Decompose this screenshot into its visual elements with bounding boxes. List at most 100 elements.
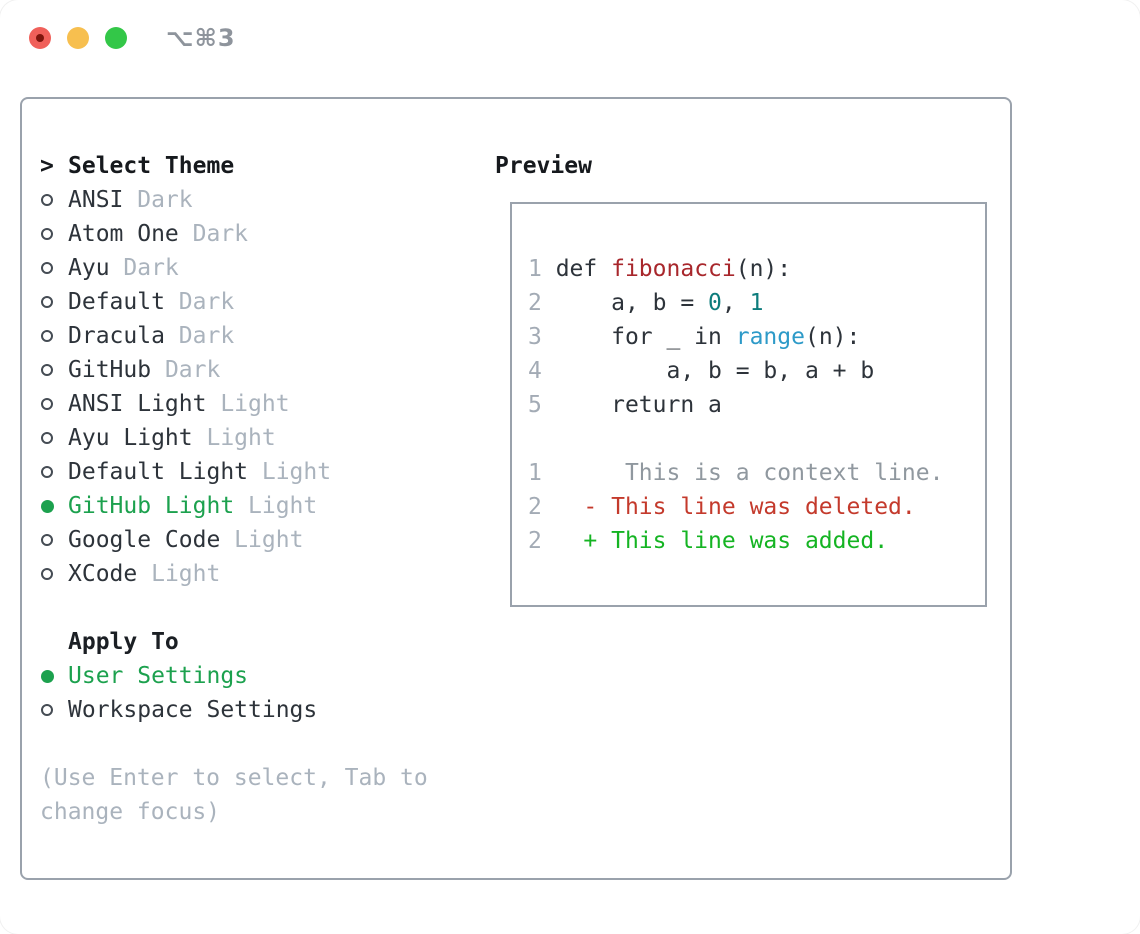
spacer (40, 591, 480, 625)
theme-option-atom-one[interactable]: Atom One Dark (40, 217, 480, 251)
bullet-cell (40, 285, 68, 319)
theme-option-ayu[interactable]: Ayu Dark (40, 251, 480, 285)
code-segment-pl: for _ in (541, 324, 736, 350)
bullet-cell (40, 421, 68, 455)
theme-option-ayu-light[interactable]: Ayu Light Light (40, 421, 480, 455)
radio-unselected-icon (41, 432, 53, 444)
radio-unselected-icon (41, 194, 53, 206)
option-label: Workspace Settings (68, 697, 318, 723)
option-label: Default Light (68, 459, 249, 485)
radio-unselected-icon (41, 364, 53, 376)
radio-unselected-icon (41, 330, 53, 342)
minimize-button[interactable] (67, 27, 89, 49)
close-button[interactable] (29, 27, 51, 49)
preview-header: Preview (495, 153, 592, 179)
code-segment-nm: 0 (708, 290, 722, 316)
code-segment-ln: 4 (528, 358, 542, 384)
preview-code-line-5: 5 return a (528, 388, 985, 422)
variant-tag: Light (192, 425, 276, 451)
bullet-cell (40, 489, 68, 523)
theme-option-dracula[interactable]: Dracula Dark (40, 319, 480, 353)
bullet-cell (40, 387, 68, 421)
apply-option-user-settings[interactable]: User Settings (40, 659, 480, 693)
variant-tag: Dark (109, 255, 179, 281)
preview-code-line-7: 1 This is a context line. (528, 456, 985, 490)
theme-option-default-light[interactable]: Default Light Light (40, 455, 480, 489)
code-segment-del: - This line was deleted. (541, 494, 916, 520)
bullet-cell (40, 659, 68, 693)
titlebar: ⌥⌘3 (0, 0, 1140, 76)
apply-to-header: Apply To (68, 629, 179, 655)
code-segment-ln: 1 (528, 460, 542, 486)
radio-unselected-icon (41, 466, 53, 478)
keyboard-hint-line2: change focus) (40, 799, 221, 825)
variant-tag: Dark (123, 187, 193, 213)
prompt-caret-icon: > (40, 153, 54, 179)
bullet-cell (40, 693, 68, 727)
radio-unselected-icon (41, 704, 53, 716)
code-segment-pl: a, b = b, a + b (541, 358, 875, 384)
code-segment-ln: 1 (528, 256, 542, 282)
code-segment-pl: (n): (735, 256, 792, 282)
code-segment-pl: a, b = (541, 290, 709, 316)
theme-option-google-code[interactable]: Google Code Light (40, 523, 480, 557)
theme-option-ansi-light[interactable]: ANSI Light Light (40, 387, 480, 421)
window-shortcut-label: ⌥⌘3 (166, 24, 236, 52)
option-label: GitHub Light (68, 493, 235, 519)
bullet-cell (40, 319, 68, 353)
preview-code-line-3: 3 for _ in range(n): (528, 320, 985, 354)
code-segment-fn: fibonacci (611, 256, 736, 282)
theme-option-github[interactable]: GitHub Dark (40, 353, 480, 387)
bullet-cell (40, 217, 68, 251)
theme-option-xcode[interactable]: XCode Light (40, 557, 480, 591)
option-label: Default (68, 289, 165, 315)
variant-tag: Light (248, 459, 332, 485)
bullet-cell (40, 183, 68, 217)
code-segment-nm: 1 (749, 290, 764, 316)
preview-code-line-1: 1 def fibonacci(n): (528, 252, 985, 286)
option-label: ANSI (68, 187, 124, 213)
theme-option-default[interactable]: Default Dark (40, 285, 480, 319)
option-label: Google Code (68, 527, 221, 553)
variant-tag: Dark (151, 357, 221, 383)
variant-tag: Dark (178, 221, 249, 247)
apply-option-workspace-settings[interactable]: Workspace Settings (40, 693, 480, 727)
code-segment-ln: 2 (528, 290, 542, 316)
option-label: User Settings (68, 663, 249, 689)
radio-unselected-icon (41, 398, 53, 410)
preview-code-line-8: 2 - This line was deleted. (528, 490, 985, 524)
variant-tag: Dark (164, 323, 235, 349)
option-label: Dracula (68, 323, 165, 349)
variant-tag: Light (234, 493, 318, 519)
option-label: Atom One (68, 221, 179, 247)
code-segment-pl: return a (541, 392, 722, 418)
spacer (40, 727, 480, 761)
radio-selected-icon (41, 499, 54, 513)
theme-option-ansi[interactable]: ANSI Dark (40, 183, 480, 217)
theme-option-github-light[interactable]: GitHub Light Light (40, 489, 480, 523)
code-segment-pl: , (721, 290, 750, 316)
bullet-cell (40, 523, 68, 557)
preview-code-line-2: 2 a, b = 0, 1 (528, 286, 985, 320)
zoom-button[interactable] (105, 27, 127, 49)
variant-tag: Light (137, 561, 221, 587)
preview-code-line-4: 4 a, b = b, a + b (528, 354, 985, 388)
radio-unselected-icon (41, 262, 53, 274)
code-segment-pl: def (541, 256, 612, 282)
code-segment-ln: 5 (528, 392, 542, 418)
theme-list-header-row: > Select Theme (40, 149, 480, 183)
bullet-cell (40, 251, 68, 285)
theme-list-header: Select Theme (68, 153, 235, 179)
code-segment-pl: (n): (804, 324, 861, 350)
option-label: ANSI Light (68, 391, 207, 417)
radio-selected-icon (41, 669, 54, 683)
variant-tag: Dark (164, 289, 235, 315)
preview-code-line-6 (528, 422, 985, 456)
variant-tag: Light (220, 527, 304, 553)
